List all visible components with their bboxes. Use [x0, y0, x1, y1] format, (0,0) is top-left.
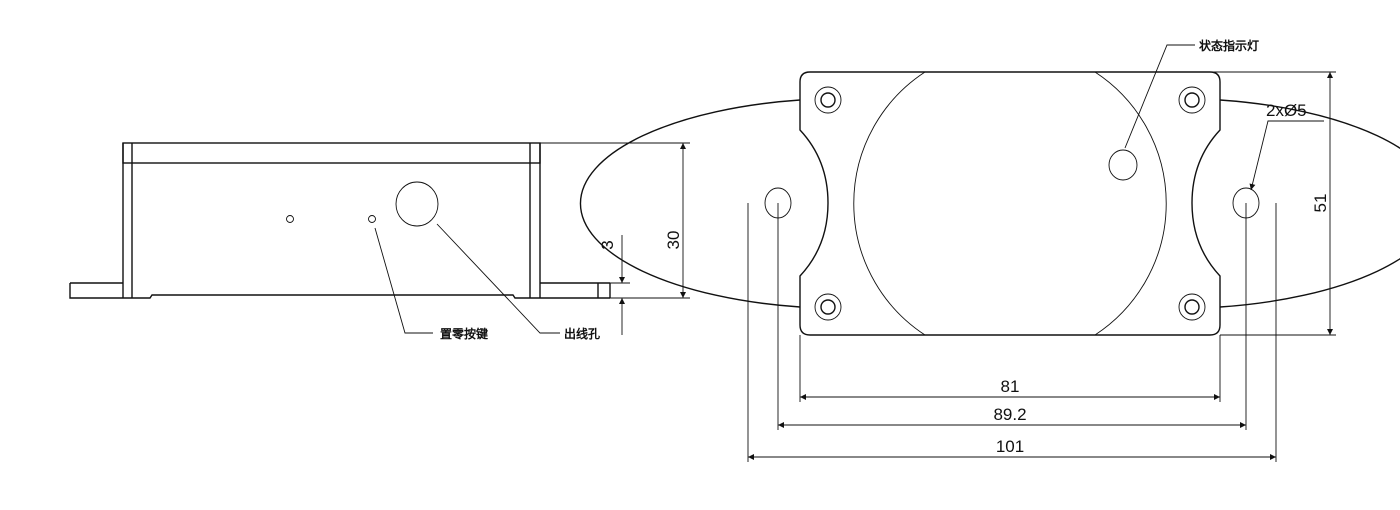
dim-3-extension — [610, 282, 630, 299]
right-ear-arc — [1219, 99, 1400, 308]
cable-hole-label: 出线孔 — [564, 326, 600, 341]
mounting-plate — [799, 71, 1221, 336]
top-view: 状态指示灯 2xØ5 51 81 89.2 101 — [579, 38, 1400, 462]
dim-51-extension — [1210, 71, 1336, 336]
side-walls — [122, 143, 541, 298]
zero-button-hole — [368, 215, 376, 223]
cable-hole-leader — [436, 223, 560, 334]
dim-51-text: 51 — [1311, 194, 1330, 213]
width-extension-lines — [747, 203, 1277, 462]
dim-81-text: 81 — [1001, 377, 1020, 396]
status-led-label: 状态指示灯 — [1199, 38, 1259, 53]
status-led — [1108, 149, 1138, 181]
dim-3-text: 3 — [598, 240, 617, 249]
dim-89-2-text: 89.2 — [993, 405, 1026, 424]
dim-30-text: 30 — [664, 231, 683, 250]
zero-button-leader — [374, 227, 433, 334]
left-ear-arc — [579, 99, 801, 308]
top-cap — [122, 142, 541, 164]
base-flanges — [69, 282, 611, 299]
side-view: 置零按键 出线孔 30 3 — [69, 142, 690, 341]
status-led-leader — [1124, 44, 1195, 149]
body-circle — [853, 71, 1167, 336]
zero-button-label: 置零按键 — [440, 326, 488, 341]
dim-101-text: 101 — [996, 437, 1024, 456]
screw-holes — [814, 86, 1206, 321]
small-hole — [286, 215, 294, 223]
cable-hole — [395, 181, 439, 227]
holes-leader — [1249, 120, 1324, 191]
holes-label: 2xØ5 — [1266, 101, 1307, 120]
dim-30-extension — [540, 142, 690, 299]
